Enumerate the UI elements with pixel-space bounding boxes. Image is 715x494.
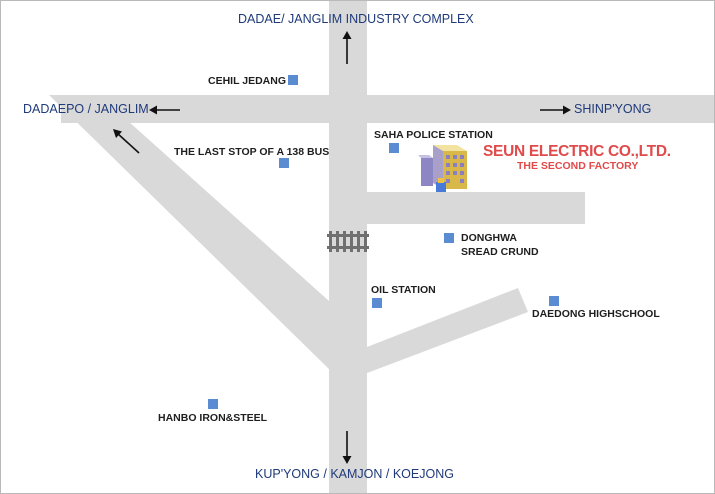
arrow-left-icon (149, 105, 180, 115)
label-cehil-jedang: CEHIL JEDANG (208, 75, 286, 87)
label-donghwa-line2: SREAD CRUND (461, 246, 539, 258)
direction-south-label: KUP'YONG / KAMJON / KOEJONG (255, 467, 454, 481)
road-diagonal-northwest (49, 95, 367, 371)
marker-hanbo (208, 399, 218, 409)
arrow-up-icon (342, 31, 352, 64)
direction-north-label: DADAE/ JANGLIM INDUSTRY COMPLEX (238, 12, 474, 26)
direction-east-label: SHINP'YONG (574, 102, 652, 116)
label-bus-stop: THE LAST STOP OF A 138 BUS (174, 146, 330, 158)
direction-west-label: DADAEPO / JANGLIM (23, 102, 149, 116)
label-oil-station: OIL STATION (371, 284, 436, 296)
marker-cehil-jedang (288, 75, 298, 85)
road-horizontal-top (61, 95, 714, 123)
marker-bus-stop (279, 158, 289, 168)
label-police-station: SAHA POLICE STATION (374, 129, 493, 141)
marker-police-station (389, 143, 399, 153)
railway-track-icon (327, 231, 369, 252)
factory-building-icon (418, 145, 467, 192)
arrow-down-icon (342, 431, 352, 464)
arrow-right-icon (540, 105, 571, 115)
label-donghwa: DONGHWA (461, 232, 517, 244)
marker-daedong-school (549, 296, 559, 306)
label-daedong-school: DAEDONG HIGHSCHOOL (532, 308, 660, 320)
arrow-northwest-icon (113, 129, 140, 154)
marker-donghwa (444, 233, 454, 243)
marker-oil-station (372, 298, 382, 308)
road-diagonal-east (367, 288, 528, 373)
company-name: SEUN ELECTRIC CO.,LTD. (483, 143, 671, 160)
road-factory-branch (367, 192, 585, 224)
company-subtitle: THE SECOND FACTORY (517, 160, 639, 172)
label-hanbo: HANBO IRON&STEEL (158, 412, 268, 424)
